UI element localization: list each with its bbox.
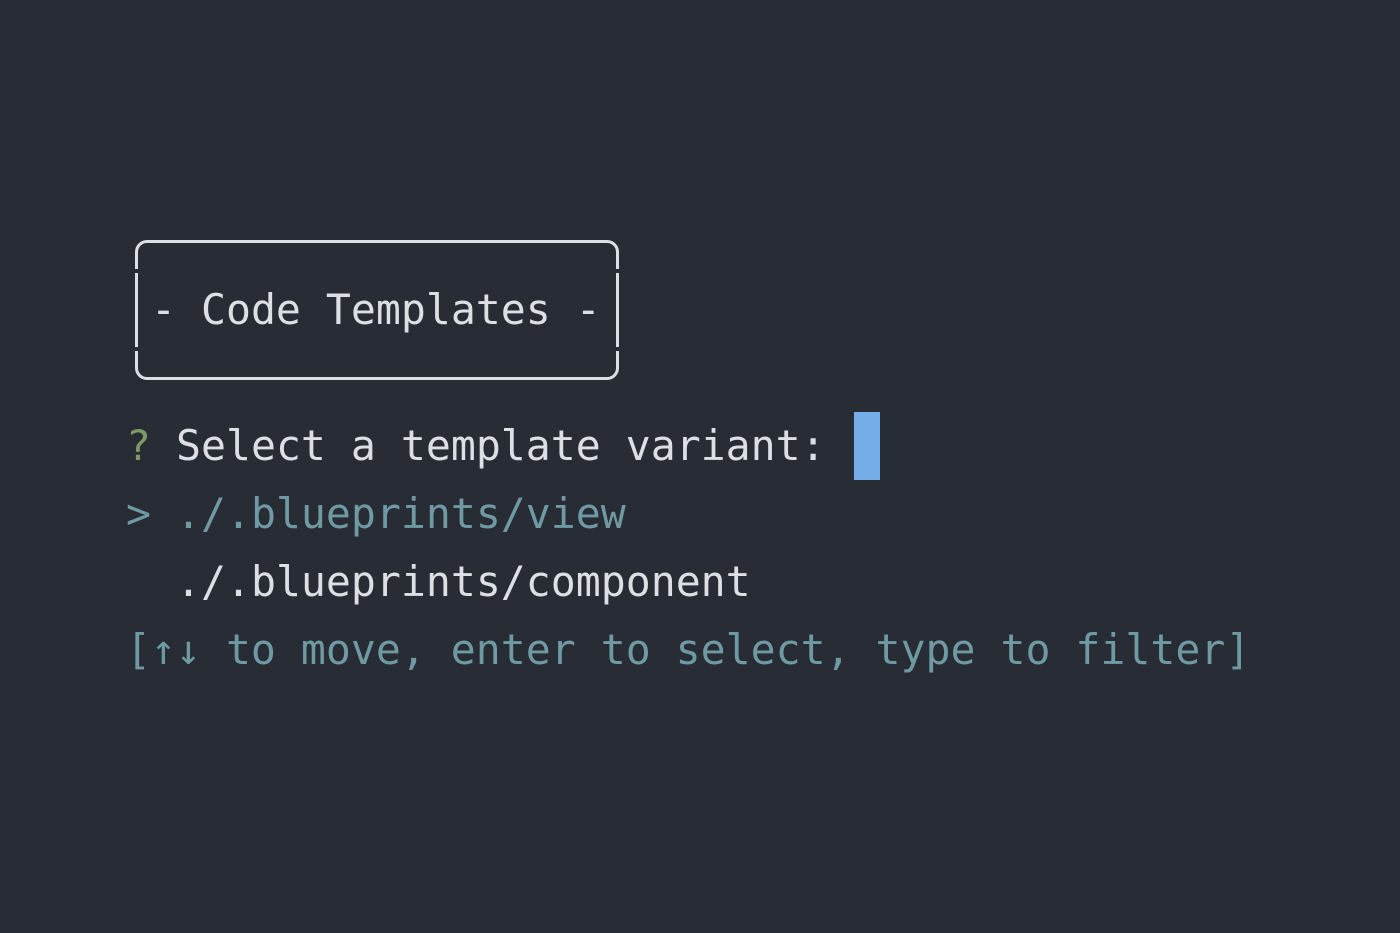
banner-border-gap	[134, 347, 140, 351]
prompt-line: ? Select a template variant:	[126, 418, 826, 474]
option-label: ./.blueprints/component	[176, 557, 751, 606]
banner-border-gap	[614, 269, 620, 273]
text-cursor[interactable]	[854, 412, 880, 480]
keyboard-hint: [↑↓ to move, enter to select, type to fi…	[126, 625, 1251, 674]
option-item-component[interactable]: ./.blueprints/component	[126, 554, 751, 610]
selection-pointer-icon: >	[126, 489, 151, 538]
banner-border-gap	[134, 269, 140, 273]
option-item-view[interactable]: > ./.blueprints/view	[126, 486, 626, 542]
question-mark-icon: ?	[126, 421, 151, 470]
title-banner-box	[134, 240, 620, 380]
option-pointer-placeholder	[126, 557, 151, 606]
option-label: ./.blueprints/view	[176, 489, 626, 538]
prompt-question: Select a template variant:	[176, 421, 826, 470]
banner-title: - Code Templates -	[151, 285, 601, 334]
banner-border-gap	[614, 347, 620, 351]
